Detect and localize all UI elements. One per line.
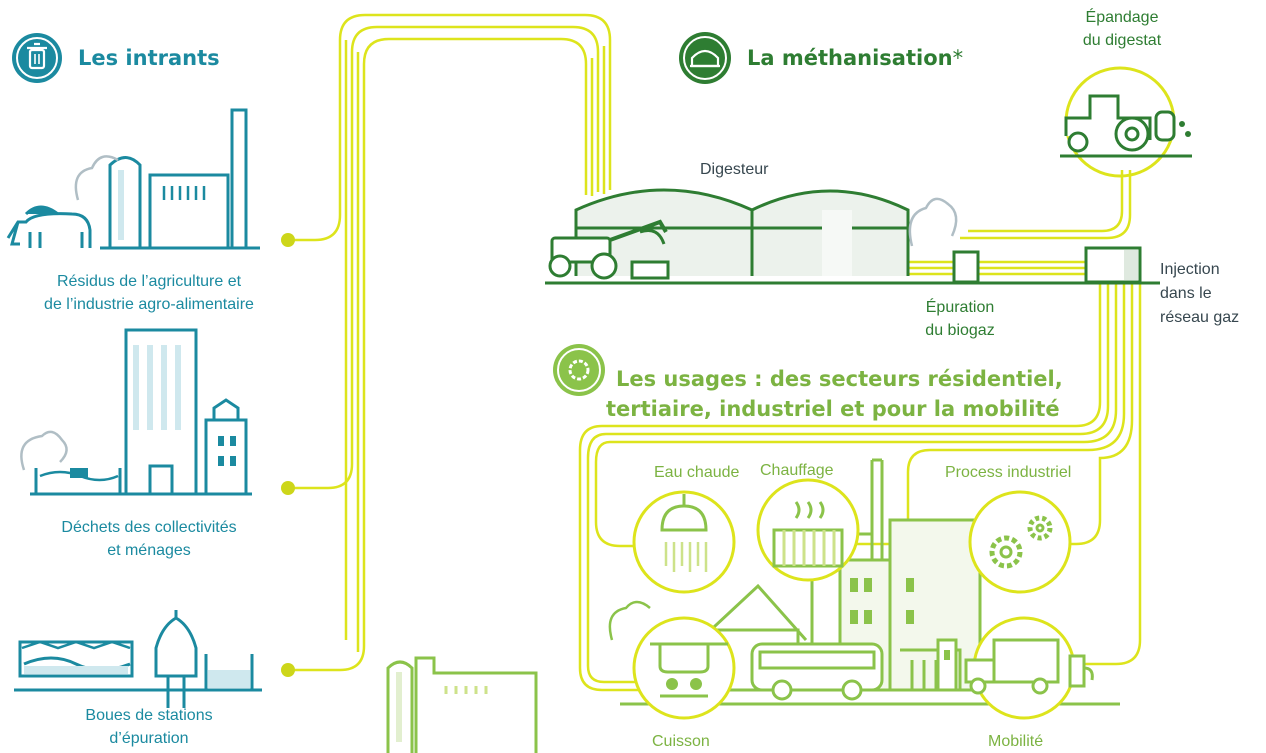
methanisation-asterisk: * bbox=[952, 46, 964, 70]
label-epuration-line2: du biogaz bbox=[925, 322, 995, 339]
caption-agri-line1: Résidus de l’agriculture et bbox=[56, 273, 242, 290]
pipe-injection-down-1 bbox=[578, 280, 1102, 692]
usages-illustrations bbox=[386, 344, 1120, 753]
purification-tank bbox=[952, 250, 980, 284]
label-epandage: Épandage du digestat bbox=[1062, 6, 1182, 52]
usages-title-line1: Les usages : des secteurs résidentiel, bbox=[616, 367, 1063, 391]
section-title-methanisation: La méthanisation* bbox=[747, 46, 963, 70]
label-chauffage: Chauffage bbox=[760, 462, 834, 479]
usage-eau-chaude-circle bbox=[632, 490, 736, 594]
label-injection-line2: dans le bbox=[1160, 285, 1212, 302]
spreading-tractor-icon bbox=[1060, 66, 1192, 178]
caption-boues: Boues de stations d’épuration bbox=[24, 704, 274, 750]
pipe-end-dot-boues bbox=[281, 663, 295, 677]
usage-chauffage-circle bbox=[756, 478, 860, 582]
caption-agri-line2: de l’industrie agro-alimentaire bbox=[44, 296, 254, 313]
methanisation-title-text: La méthanisation bbox=[747, 46, 953, 70]
digester-domes bbox=[574, 188, 910, 276]
cow-icon bbox=[6, 205, 92, 248]
pipe-end-dot-agri bbox=[281, 233, 295, 247]
caption-dechets-line1: Déchets des collectivités bbox=[61, 519, 237, 536]
usage-mobilite-circle bbox=[964, 616, 1094, 720]
section-title-intrants: Les intrants bbox=[78, 46, 220, 70]
caption-boues-line2: d’épuration bbox=[109, 730, 189, 747]
digester-icon bbox=[679, 32, 731, 84]
methanisation-illustrations bbox=[545, 32, 1192, 285]
usage-process-circle bbox=[968, 490, 1072, 594]
loader-tractor-icon bbox=[548, 219, 670, 280]
label-eau-chaude: Eau chaude bbox=[654, 464, 740, 481]
boues-station-icon bbox=[14, 610, 262, 708]
section-title-usages: Les usages : des secteurs résidentiel, t… bbox=[606, 364, 1063, 424]
pipe-end-dot-dechets bbox=[281, 481, 295, 495]
label-epuration: Épuration du biogaz bbox=[910, 296, 1010, 342]
pipe-agri bbox=[290, 13, 612, 242]
usages-title-line2: tertiaire, industriel et pour la mobilit… bbox=[606, 397, 1060, 421]
label-digesteur: Digesteur bbox=[700, 161, 769, 178]
caption-dechets: Déchets des collectivités et ménages bbox=[24, 516, 274, 562]
caption-boues-line1: Boues de stations bbox=[85, 707, 213, 724]
usage-cuisson-circle bbox=[632, 616, 736, 720]
label-cuisson: Cuisson bbox=[652, 733, 710, 750]
bus-icon bbox=[750, 642, 884, 701]
label-epandage-line2: du digestat bbox=[1082, 32, 1162, 49]
label-mobilite: Mobilité bbox=[988, 733, 1044, 750]
label-injection-line3: réseau gaz bbox=[1160, 309, 1240, 326]
pipe-network bbox=[290, 13, 1142, 692]
agri-factory-icon bbox=[74, 108, 260, 250]
pipe-epandage bbox=[960, 170, 1132, 240]
intrants-illustrations bbox=[6, 33, 262, 708]
pipe-boues bbox=[290, 37, 588, 672]
caption-agri: Résidus de l’agriculture et de l’industr… bbox=[24, 270, 274, 316]
trash-icon bbox=[12, 33, 62, 83]
small-factory-icon bbox=[386, 656, 538, 753]
gear-icon bbox=[553, 344, 605, 396]
label-epuration-line1: Épuration bbox=[925, 299, 995, 316]
label-epandage-line1: Épandage bbox=[1085, 9, 1159, 26]
label-injection-line1: Injection bbox=[1160, 261, 1220, 278]
caption-dechets-line2: et ménages bbox=[107, 542, 191, 559]
dechets-buildings-icon bbox=[20, 328, 252, 496]
label-injection: Injection dans le réseau gaz bbox=[1160, 258, 1239, 330]
label-process: Process industriel bbox=[945, 464, 1072, 481]
